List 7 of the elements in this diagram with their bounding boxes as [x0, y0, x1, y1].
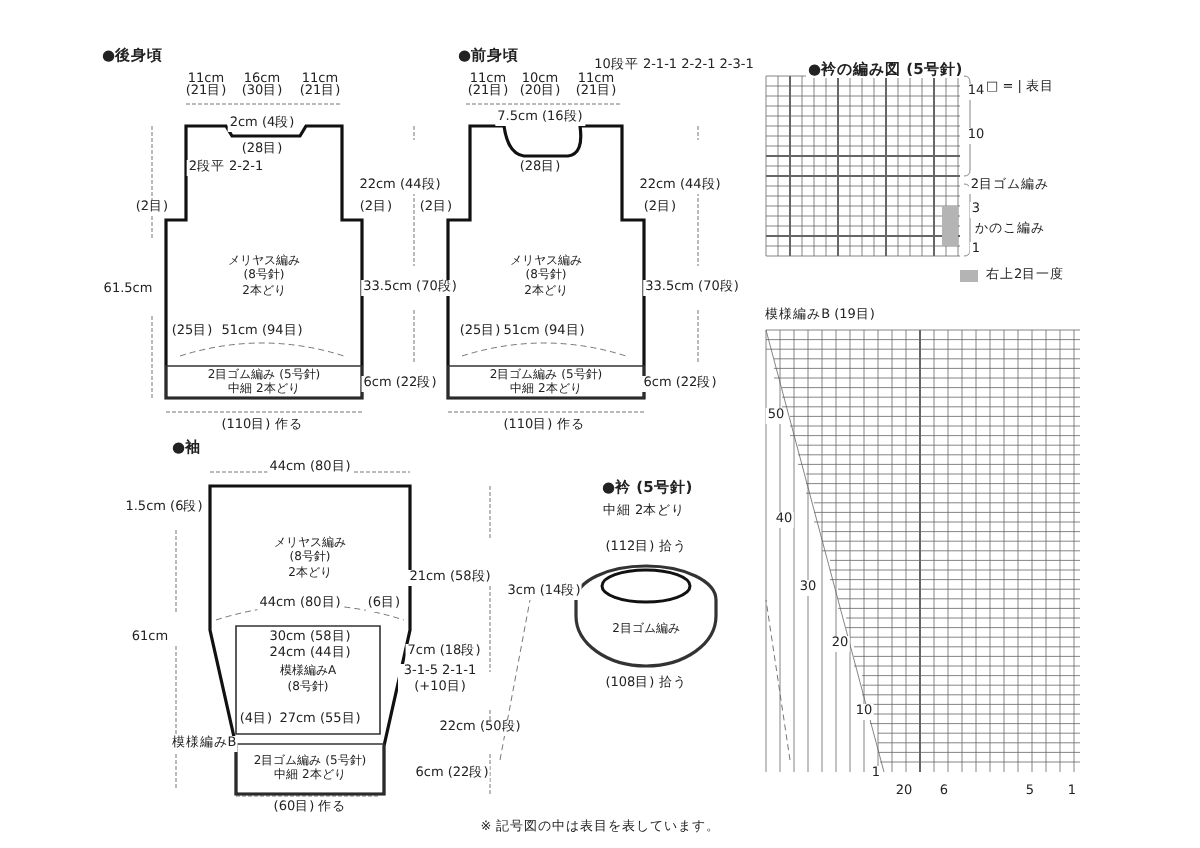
ribbing-band: [236, 744, 384, 794]
ribbing-band: [448, 366, 644, 398]
collar-drawing: [576, 566, 716, 666]
front-piece: [448, 126, 644, 398]
pattern-panel: [236, 626, 380, 734]
back-piece: [166, 126, 362, 398]
ribbing-band: [166, 366, 362, 398]
